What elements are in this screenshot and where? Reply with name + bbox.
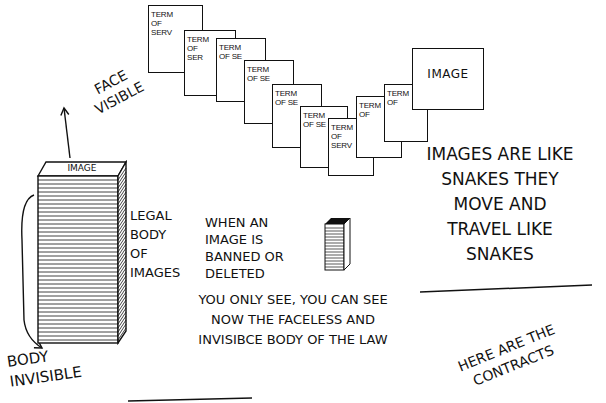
card-text: TERM OF SE <box>219 43 244 61</box>
note-text: FACE VISIBLE <box>76 58 155 123</box>
card-text: TERM OF <box>387 89 412 107</box>
face-arrow <box>64 108 70 158</box>
note-text: IMAGES ARE LIKE SNAKES THEY MOVE AND TRA… <box>425 142 575 267</box>
note-text: BODY INVISIBLE <box>6 338 111 392</box>
image-card: IMAGE <box>412 48 484 110</box>
note-text: YOU ONLY SEE, YOU CAN SEE NOW THE FACELE… <box>198 290 388 350</box>
card-text: TERM OF SE <box>275 89 300 107</box>
card-text: IMAGE <box>413 67 483 81</box>
note-text: WHEN AN IMAGE IS BANNED OR DELETED <box>205 214 300 282</box>
small-stack <box>325 218 350 270</box>
note-text: LEGAL BODY OF IMAGES <box>130 206 184 282</box>
edge-stroke <box>128 398 252 401</box>
stack-outline <box>36 160 128 345</box>
note-text: HERE ARE THE CONTRACTS <box>438 313 582 401</box>
card-text: TERM OF SERV <box>151 10 176 37</box>
card-text: TERM OF <box>359 101 384 119</box>
card-text: TERM OF SE <box>303 111 328 129</box>
card-text: TERM OF SER <box>187 35 212 62</box>
image-stack: IMAGE <box>36 160 128 345</box>
card-text: IMAGE <box>46 162 118 174</box>
card-text: TERM OF SERV <box>331 123 356 150</box>
underline <box>420 285 592 292</box>
card-text: TERM OF SE <box>247 65 272 83</box>
